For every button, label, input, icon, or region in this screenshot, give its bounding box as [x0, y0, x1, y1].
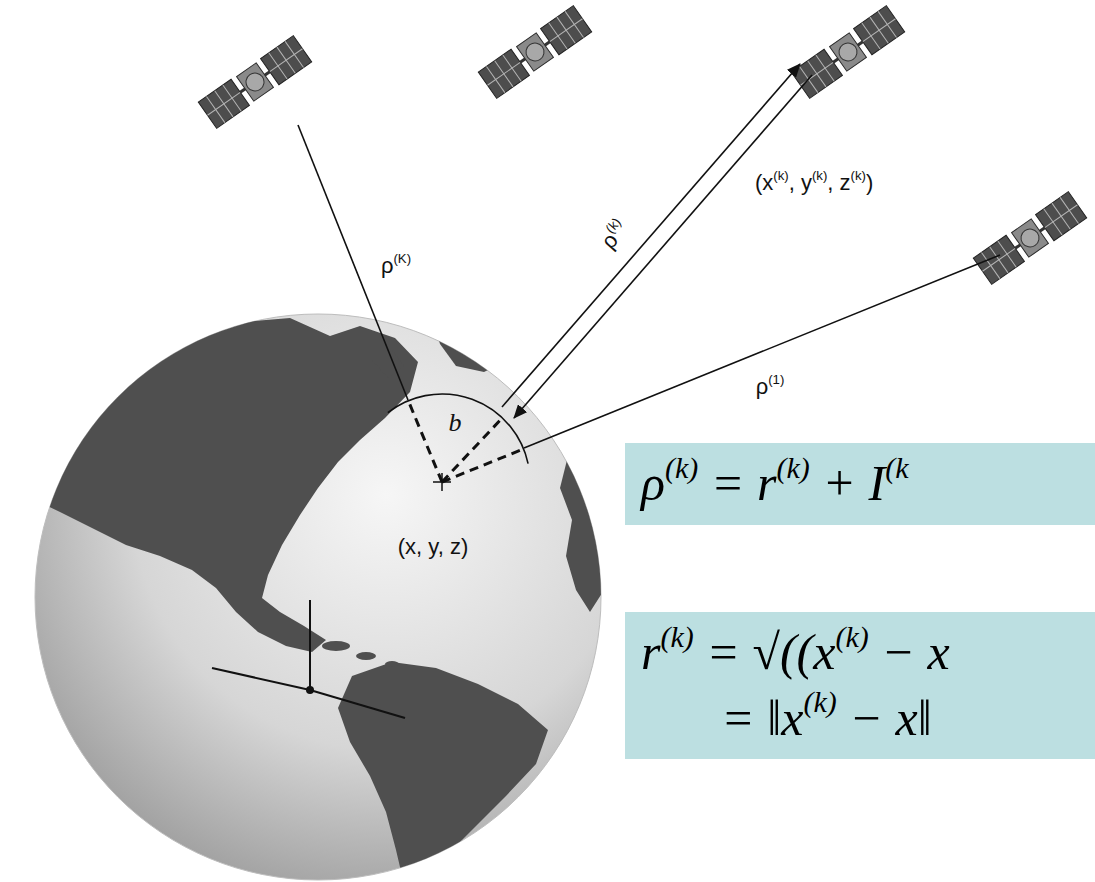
text-run: = r — [698, 455, 776, 511]
superscript: (k) — [851, 168, 866, 183]
text-run: ρ — [381, 253, 394, 278]
satellite-body — [830, 33, 867, 71]
text-run: (x — [755, 170, 773, 195]
coordinate-label: (x(k), y(k), z(k)) — [755, 170, 873, 196]
satellite-icon — [478, 6, 591, 99]
equation-line: = ‖x(k) − x‖ — [641, 690, 1079, 748]
solar-panel — [854, 6, 905, 55]
label-holder: ρ(K) — [381, 253, 411, 279]
satellite-dish — [835, 39, 860, 64]
range-lines — [298, 64, 1000, 448]
panel-grid — [863, 19, 896, 42]
label-holder: (x(k), y(k), z(k)) — [755, 170, 873, 196]
great-lakes-island — [372, 350, 404, 378]
panel-grid — [270, 49, 303, 72]
satellite-icon — [198, 36, 311, 129]
label-holder: ρ(1) — [756, 374, 785, 400]
text-run: = ‖x — [721, 690, 803, 746]
equation-box: ρ(k) = r(k) + I(k — [625, 443, 1095, 525]
continents — [30, 306, 614, 882]
superscript: (k) — [665, 451, 698, 484]
north-america — [30, 318, 418, 652]
bias-label: b — [449, 407, 462, 438]
label-holder: b — [449, 407, 462, 438]
superscript: (k) — [803, 685, 836, 718]
satellite-body — [517, 33, 554, 71]
island — [385, 661, 399, 667]
axis-line — [212, 668, 310, 690]
equation-line: r(k) = √((x(k) − x — [641, 624, 1079, 682]
superscript: (k) — [660, 620, 693, 653]
range-label: ρ(1) — [756, 374, 785, 400]
text-run: − x‖ — [837, 690, 932, 746]
panel-grid — [550, 19, 583, 42]
bias-dash — [408, 401, 442, 482]
satellite-icon — [973, 192, 1086, 285]
text-run: − x — [869, 624, 950, 680]
greenland — [432, 306, 528, 372]
satellite-body — [1012, 219, 1049, 257]
satellite-body — [237, 63, 274, 101]
solar-panel — [1036, 192, 1087, 241]
range-label: ρ(K) — [381, 253, 411, 279]
text-run: ρ — [756, 374, 769, 399]
solar-panel — [541, 6, 592, 55]
range-line — [502, 64, 800, 407]
range-line — [298, 125, 408, 400]
equation-box: r(k) = √((x(k) − x= ‖x(k) − x‖ — [625, 612, 1095, 759]
south-america — [338, 662, 548, 882]
superscript: (k) — [777, 451, 810, 484]
text-run: ρ — [641, 455, 665, 511]
superscript: (1) — [768, 372, 784, 387]
panel-grid — [207, 92, 240, 115]
label-holder: ρ(k) — [596, 216, 634, 254]
superscript: (k) — [773, 168, 788, 183]
superscript: (k) — [835, 620, 868, 653]
superscript: (k) — [812, 168, 827, 183]
earth-centre — [306, 686, 314, 694]
clock-bias-arc — [388, 394, 528, 464]
axes — [212, 600, 405, 718]
solar-panel — [973, 235, 1024, 284]
axis-line — [309, 600, 311, 690]
africa-europe — [560, 418, 614, 612]
panel-grid — [487, 62, 520, 85]
satellite-icon — [791, 6, 904, 99]
label-holder: (x, y, z) — [398, 534, 468, 560]
text-run: r — [641, 624, 660, 680]
bias-dash — [442, 449, 524, 482]
coordinate-label: (x, y, z) — [398, 534, 468, 560]
text-run: + I — [810, 455, 885, 511]
text-run: ) — [866, 170, 873, 195]
axis-line — [310, 690, 405, 718]
superscript: (K) — [393, 251, 411, 266]
superscript: (k — [885, 451, 908, 484]
text-run: = √((x — [694, 624, 836, 680]
text-run: , y — [789, 170, 812, 195]
text-run: (x, y, z) — [398, 534, 468, 559]
equation-line: ρ(k) = r(k) + I(k — [641, 455, 1079, 513]
satellite-dish — [242, 69, 267, 94]
island — [322, 641, 350, 651]
solar-panel — [198, 79, 249, 128]
range-label: ρ(k) — [596, 216, 634, 254]
range-line — [514, 75, 812, 418]
solar-panel — [478, 49, 529, 98]
receiver-mark — [441, 473, 443, 491]
range-line — [524, 255, 1000, 448]
solar-panel — [261, 36, 312, 85]
text-run: , z — [827, 170, 850, 195]
satellite-dish — [1017, 225, 1042, 250]
satellite-dish — [522, 39, 547, 64]
panel-grid — [1045, 205, 1078, 228]
island — [356, 652, 376, 660]
text-run: b — [449, 408, 462, 437]
